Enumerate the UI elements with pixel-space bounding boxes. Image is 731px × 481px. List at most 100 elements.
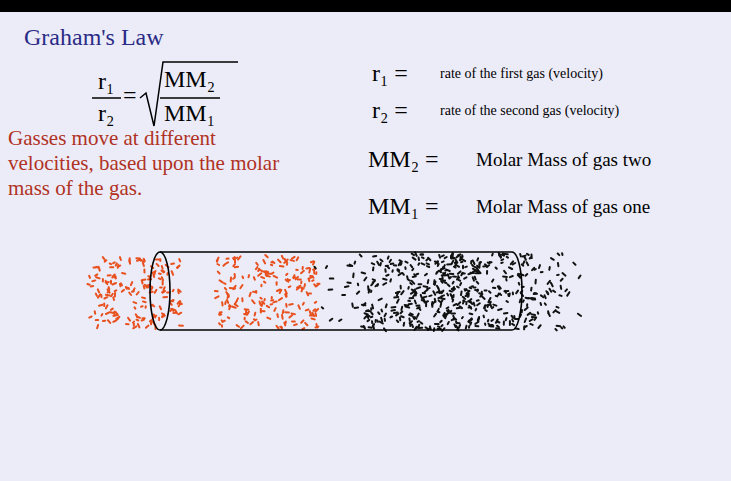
gas-particle (143, 269, 145, 272)
gas-particle (217, 264, 219, 265)
gas-particle (477, 282, 479, 284)
gas-particle (96, 294, 97, 296)
gas-particle (475, 289, 478, 291)
gas-particle (121, 283, 122, 285)
gas-particle (459, 325, 460, 328)
gas-particle (138, 324, 140, 327)
gas-particle (226, 292, 228, 295)
gas-particle (398, 269, 400, 270)
gas-particle (535, 280, 537, 284)
gas-particle (278, 260, 281, 263)
gas-particle (392, 306, 396, 308)
gas-particle (256, 267, 258, 269)
gas-particle (224, 302, 227, 305)
gas-particle (137, 292, 139, 295)
gas-particle (372, 263, 375, 264)
gas-particle (246, 321, 248, 323)
gas-particle (489, 298, 491, 301)
gas-particle (555, 329, 556, 330)
gas-particle (450, 256, 452, 259)
gas-particle (417, 307, 420, 308)
gas-particle (113, 275, 115, 278)
gas-particle (381, 318, 382, 322)
gas-particle (567, 292, 569, 295)
gas-particle (500, 255, 501, 258)
gas-particle (457, 277, 458, 279)
gas-particle (469, 323, 472, 325)
gas-particle (244, 318, 246, 320)
gas-particle (152, 304, 154, 307)
gas-particle (368, 320, 370, 321)
gas-particle (371, 283, 373, 285)
formula-term: MM₁ (164, 100, 215, 128)
gas-particle (92, 279, 95, 282)
gas-particle (384, 269, 386, 272)
gas-particle (465, 302, 467, 304)
gas-particle (114, 293, 116, 296)
gas-particle (531, 297, 535, 300)
gas-particle (306, 309, 309, 312)
gas-particle (357, 292, 359, 294)
gas-particle (360, 255, 362, 257)
gas-particle (305, 323, 307, 325)
gas-particle (546, 291, 548, 294)
gas-particle (400, 263, 403, 265)
variable-definition: Molar Mass of gas one (476, 196, 650, 218)
explanation-text: Gasses move at different velocities, bas… (8, 126, 300, 202)
gas-particle (412, 290, 415, 292)
gas-particle (362, 273, 366, 274)
gas-particle (94, 267, 96, 269)
gas-particle (162, 316, 165, 318)
gas-particle (445, 314, 448, 315)
gas-particle (509, 321, 511, 325)
gas-particle (162, 271, 164, 273)
gas-particle (160, 287, 162, 289)
gas-particle (133, 322, 134, 323)
gas-particle (445, 257, 447, 258)
gas-particle (235, 266, 238, 269)
gas-particle (561, 279, 563, 281)
gas-particle (451, 294, 453, 297)
gas-particle (285, 304, 287, 307)
gas-particle (246, 312, 248, 314)
gas-particle (151, 286, 152, 289)
gas-particle (557, 274, 559, 276)
gas-particle (438, 297, 441, 298)
tube (150, 252, 522, 330)
gas-particle (230, 278, 232, 282)
gas-particle (442, 273, 445, 275)
gas-particle (578, 314, 581, 316)
gas-particle (437, 264, 440, 266)
gas-particle (146, 326, 149, 328)
gas-particle (315, 301, 316, 304)
gas-particle (160, 306, 161, 309)
gas-particle (258, 273, 261, 276)
gas-particle (473, 270, 477, 271)
gas-particle (237, 298, 238, 300)
gas-particle (146, 284, 148, 287)
gas-particle (297, 257, 299, 260)
gas-particle (551, 283, 553, 287)
gas-particle (302, 267, 304, 269)
gas-particle (418, 258, 420, 261)
gas-particle (389, 279, 392, 281)
gas-particle (409, 323, 411, 326)
gas-particle (403, 273, 404, 275)
gas-particle (452, 316, 455, 318)
gas-particle (447, 263, 451, 265)
gas-particle (534, 268, 536, 271)
gas-particle (548, 281, 550, 284)
gas-particle (88, 276, 91, 278)
gas-particle (126, 323, 129, 325)
gas-particle (254, 313, 257, 316)
gas-particle (456, 265, 459, 267)
gas-particle (113, 321, 116, 322)
gas-particle (261, 310, 264, 312)
gas-particle (298, 278, 301, 280)
gas-particle (441, 281, 442, 283)
gas-particle (559, 294, 561, 297)
gas-particle (261, 277, 264, 278)
gas-particle (429, 294, 431, 297)
gas-particle (469, 319, 472, 320)
